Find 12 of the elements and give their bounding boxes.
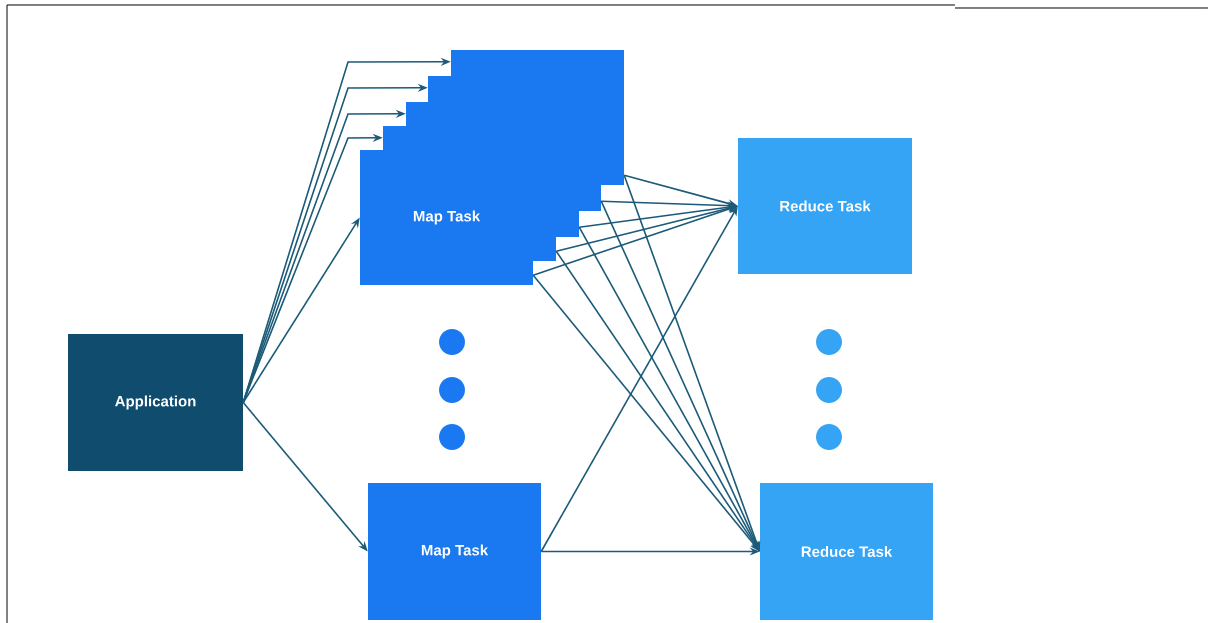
map-task-box: Map Task [360,150,533,285]
node-label: Map Task [413,210,481,225]
ellipsis-dot [816,424,842,450]
application-box: Application [68,334,243,471]
ellipsis-dot [439,377,465,403]
reduce-task-box: Reduce Task [738,138,912,274]
ellipsis-dot [439,424,465,450]
reduce-task-box: Reduce Task [760,483,933,620]
map-task-box: Map Task [368,483,541,620]
ellipsis-dot [439,329,465,355]
ellipsis-dot [816,377,842,403]
ellipsis-dot [816,329,842,355]
